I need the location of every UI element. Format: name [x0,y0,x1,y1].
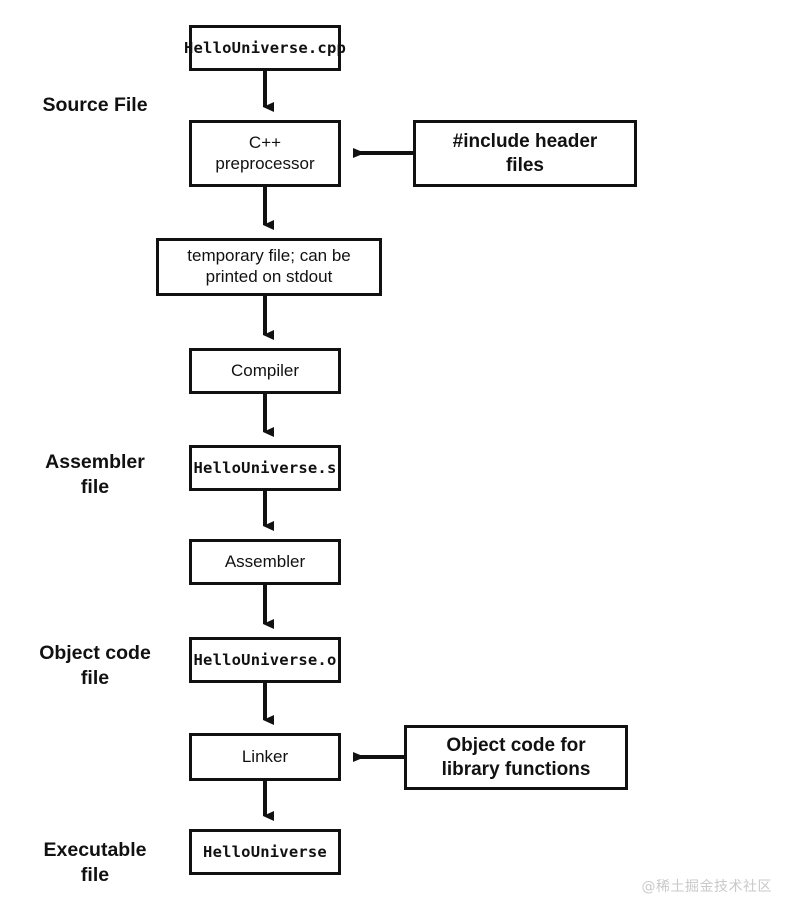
node-compiler-label: Compiler [230,360,300,380]
node-assembler-label: Assembler [224,551,306,571]
node-linker[interactable]: Linker [189,733,341,781]
node-preprocessor-label: C++ preprocessor [215,132,315,173]
node-assembler-source[interactable]: HelloUniverse.s [189,445,341,491]
node-object-file[interactable]: HelloUniverse.o [189,637,341,683]
node-source-file-label: HelloUniverse.cpp [183,38,347,57]
node-temporary-file-label: temporary file; can be printed on stdout [187,246,351,286]
node-source-file[interactable]: HelloUniverse.cpp [184,25,346,71]
node-executable-label: HelloUniverse [203,842,327,861]
caption-object-code-file: Object code file [39,642,151,690]
watermark: @稀土掘金技术社区 [641,879,772,895]
caption-assembler-file: Assembler file [45,451,145,499]
node-object-code-library-label: Object code for library functions [441,735,591,780]
node-assembler[interactable]: Assembler [189,539,341,585]
node-assembler-source-label: HelloUniverse.s [193,458,337,477]
caption-executable-file: Executable file [43,839,147,887]
node-include-header-files-label: #include header files [452,131,598,176]
node-temporary-file[interactable]: temporary file; can be printed on stdout [156,238,382,296]
node-linker-label: Linker [241,746,289,766]
node-compiler[interactable]: Compiler [189,348,341,394]
node-object-file-label: HelloUniverse.o [193,650,337,669]
node-executable[interactable]: HelloUniverse [189,829,341,875]
node-preprocessor[interactable]: C++ preprocessor [189,120,341,187]
caption-source-file: Source File [42,94,148,116]
node-include-header-files[interactable]: #include header files [413,120,637,187]
node-object-code-library[interactable]: Object code for library functions [404,725,628,790]
